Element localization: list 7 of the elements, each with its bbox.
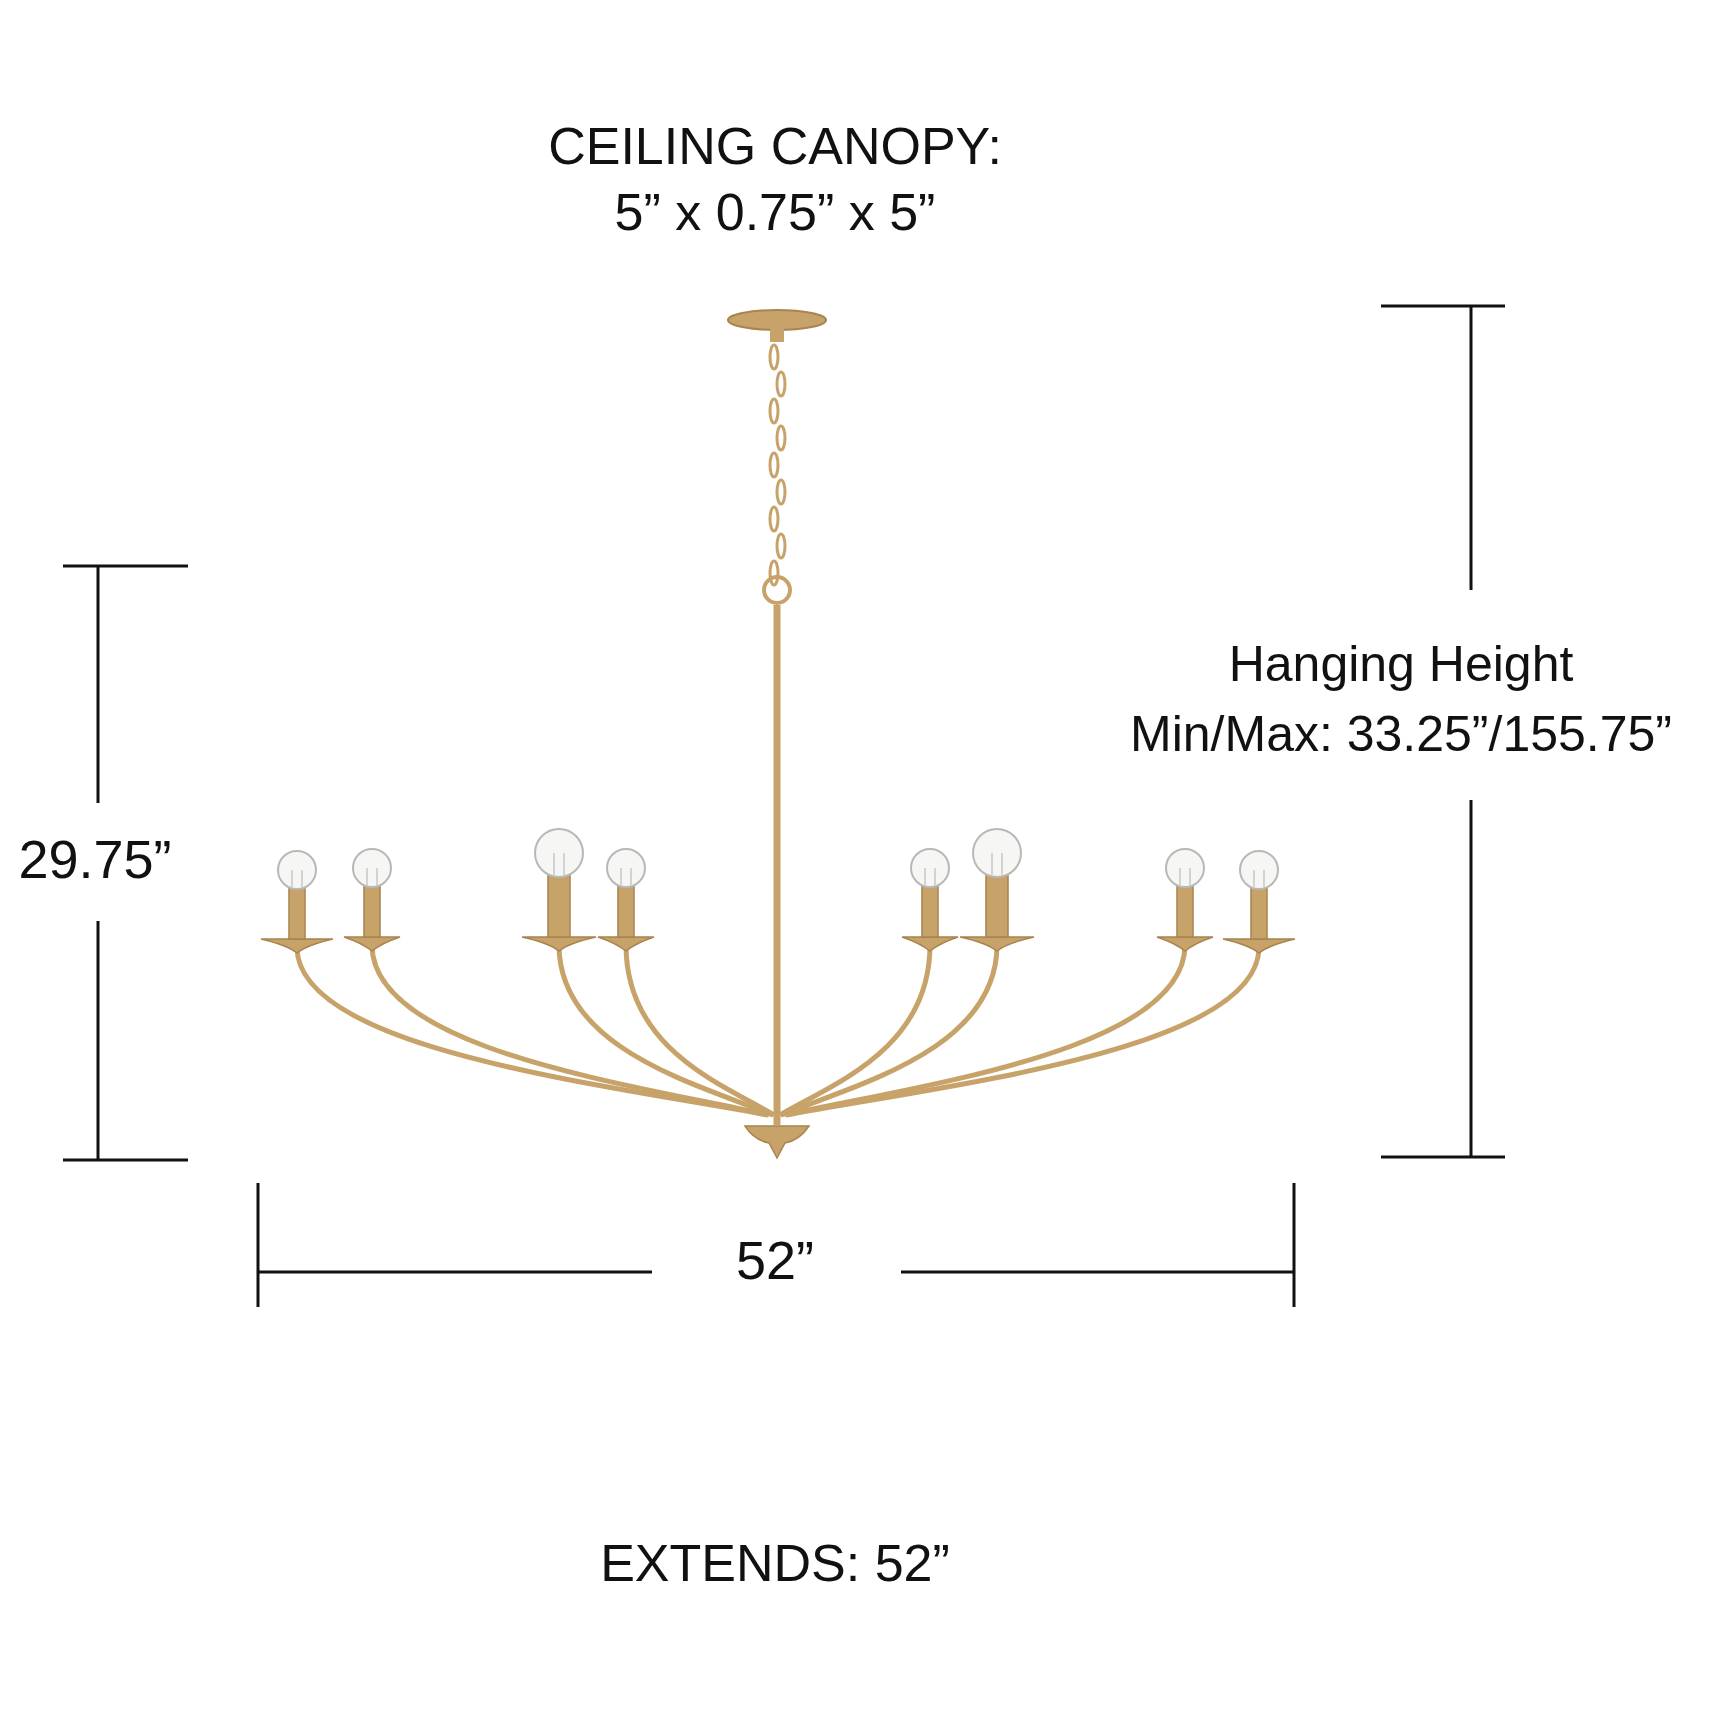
dimension-label: Min/Max: 33.25”/155.75” [1130,706,1672,762]
dimension-label: Hanging Height [1228,636,1574,692]
dimension-label: 52” [736,1231,814,1291]
dimension-label: EXTENDS: 52” [600,1535,950,1593]
dimension-label: 5” x 0.75” x 5” [614,184,936,242]
dimension-label: 29.75” [18,830,172,890]
dimension-label: CEILING CANOPY: [548,118,1002,176]
